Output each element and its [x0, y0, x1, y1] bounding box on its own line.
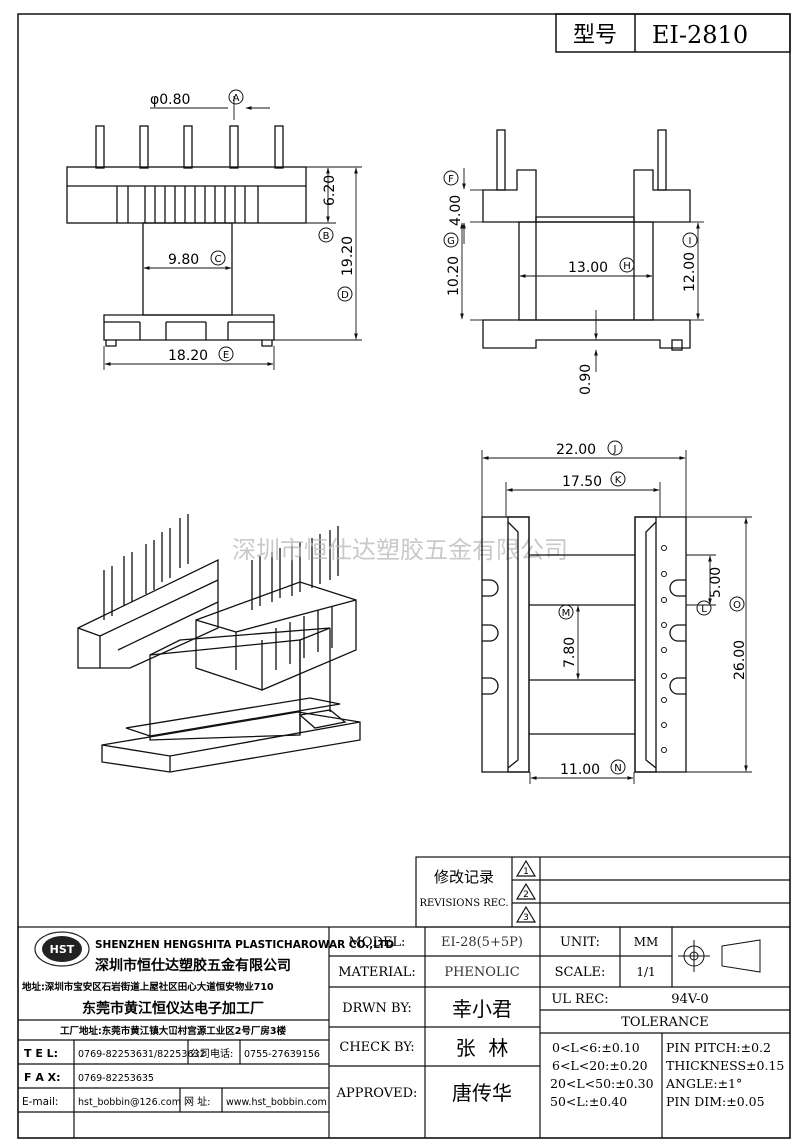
material-field-label: MATERIAL: [338, 965, 415, 980]
fax-value: 0769-82253635 [78, 1073, 154, 1084]
dim-b-value: 6.20 [322, 175, 338, 206]
dim-e-value: 18.20 [168, 348, 208, 364]
dim-e-tag: E [223, 350, 229, 361]
tol-left-4: 50<L:±0.40 [550, 1094, 627, 1109]
dim-f-tag: F [448, 174, 454, 185]
company-phone-value: 0755-27639156 [244, 1049, 320, 1060]
front-view-dimensions [103, 96, 362, 370]
side-view [482, 129, 691, 351]
dim-a-value: φ0.80 [150, 92, 190, 108]
check-by-label: CHECK BY: [339, 1040, 414, 1055]
dim-l-value: 5.00 [708, 567, 724, 598]
scale-value: 1/1 [636, 965, 655, 979]
drawn-by-label: DRWN BY: [342, 1001, 411, 1016]
tol-right-1: PIN PITCH:±0.2 [666, 1040, 771, 1055]
side-view-dimensions [460, 168, 704, 372]
top-view-labels: 22.00 J 17.50 K 5.00 L M 7.80 11.00 N 26… [556, 440, 748, 778]
dim-o-value: 26.00 [732, 640, 748, 680]
model-title-block: 型号 EI-2810 [555, 13, 791, 53]
model-field-value: EI-28(5+5P) [441, 935, 523, 950]
revision-mark-1: 1 [523, 867, 529, 877]
revisions-label-cn: 修改记录 [434, 868, 494, 886]
isometric-view [77, 514, 361, 773]
factory-name: 东莞市黄江恒仪达电子加工厂 [82, 1000, 264, 1017]
front-view [66, 125, 307, 347]
dim-c-tag: C [215, 254, 222, 265]
tol-left-1: 0<L<6:±0.10 [552, 1040, 640, 1055]
dim-k-tag: K [615, 475, 622, 486]
dim-pin-offset-value: 0.90 [578, 364, 594, 395]
spec-fields: MODEL: EI-28(5+5P) MATERIAL: PHENOLIC DR… [336, 935, 785, 1109]
ul-label: UL REC: [551, 992, 608, 1007]
tol-right-4: PIN DIM:±0.05 [666, 1094, 765, 1109]
dim-h-tag: H [623, 261, 631, 272]
tel-value: 0769-82253631/82253632 [78, 1049, 206, 1060]
unit-value: MM [634, 935, 659, 949]
unit-label: UNIT: [560, 935, 600, 950]
approved-label: APPROVED: [336, 1086, 418, 1101]
company-logo-icon: HST [34, 931, 90, 967]
web-label: 网 址: [184, 1095, 211, 1108]
dim-a-tag: A [233, 93, 240, 104]
dim-m-value: 7.80 [562, 637, 578, 668]
tol-right-3: ANGLE:±1° [665, 1076, 742, 1091]
model-value: EI-2810 [652, 21, 748, 49]
factory-address: 工厂地址:东莞市黄江镇大冚村宫源工业区2号厂房3楼 [60, 1025, 287, 1037]
dim-m-tag: M [562, 608, 571, 619]
tel-label: T E L: [24, 1047, 58, 1060]
email-value: hst_bobbin@126.com [78, 1097, 181, 1108]
dim-k-value: 17.50 [562, 474, 602, 490]
dim-j-tag: J [613, 444, 617, 455]
ul-value: 94V-0 [671, 992, 708, 1007]
company-phone-label: 公司电话: [190, 1047, 233, 1060]
revisions-label-en: REVISIONS REC. [419, 898, 508, 909]
scale-label: SCALE: [555, 965, 606, 980]
projection-symbol-icon [678, 939, 761, 973]
company-info: SHENZHEN HENGSHITA PLASTICHAROWAR CO.,LT… [22, 939, 394, 1108]
dim-l-tag: L [701, 604, 707, 615]
dim-g-value: 10.20 [446, 256, 462, 296]
tol-right-2: THICKNESS±0.15 [666, 1058, 784, 1073]
dim-d-value: 19.20 [340, 236, 356, 276]
model-label: 型号 [573, 23, 617, 48]
tol-left-2: 6<L<20:±0.20 [552, 1058, 648, 1073]
model-field-label: MODEL: [349, 935, 406, 950]
dim-h-value: 13.00 [568, 260, 608, 276]
email-label: E-mail: [22, 1096, 58, 1108]
dim-o-tag: O [733, 600, 741, 611]
approved-value: 唐传华 [452, 1081, 512, 1105]
watermark: 深圳市恒仕达塑胶五金有限公司 [232, 536, 568, 564]
company-address: 地址:深圳市宝安区石岩街道上屋社区田心大道恒安物业710 [22, 981, 274, 993]
web-value: www.hst_bobbin.com [226, 1097, 327, 1108]
front-view-labels: φ0.80 A 6.20 B 19.20 D 9.80 C 18.20 E [150, 89, 356, 364]
check-by-value: 张 林 [456, 1036, 509, 1060]
dim-c-value: 9.80 [168, 252, 199, 268]
top-view-dimensions [481, 450, 752, 784]
fax-label: F A X: [24, 1071, 61, 1084]
material-field-value: PHENOLIC [444, 965, 519, 980]
revision-mark-2: 2 [523, 890, 529, 900]
title-block-grid [17, 926, 791, 1139]
top-view [481, 516, 687, 773]
side-view-labels: F 4.00 G 10.20 13.00 H I 12.00 0.90 [443, 170, 698, 395]
dim-n-tag: N [614, 763, 621, 774]
dim-i-tag: I [689, 236, 692, 247]
top-view-pins [661, 545, 667, 753]
dim-g-tag: G [447, 236, 455, 247]
dim-n-value: 11.00 [560, 762, 600, 778]
revision-mark-3: 3 [523, 913, 529, 923]
company-name-cn: 深圳市恒仕达塑胶五金有限公司 [95, 957, 291, 974]
dim-i-value: 12.00 [682, 252, 698, 292]
dim-b-tag: B [323, 231, 330, 242]
company-name-en: SHENZHEN HENGSHITA PLASTICHAROWAR CO.,LT… [95, 939, 394, 951]
logo-text: HST [50, 943, 75, 956]
drawn-by-value: 幸小君 [452, 997, 512, 1021]
tol-left-3: 20<L<50:±0.30 [550, 1076, 654, 1091]
dim-j-value: 22.00 [556, 442, 596, 458]
dim-d-tag: D [341, 290, 349, 301]
tolerance-label: TOLERANCE [621, 1015, 708, 1030]
dim-f-value: 4.00 [448, 195, 464, 226]
revisions-text: 修改记录 REVISIONS REC. 1 2 3 [419, 867, 528, 923]
